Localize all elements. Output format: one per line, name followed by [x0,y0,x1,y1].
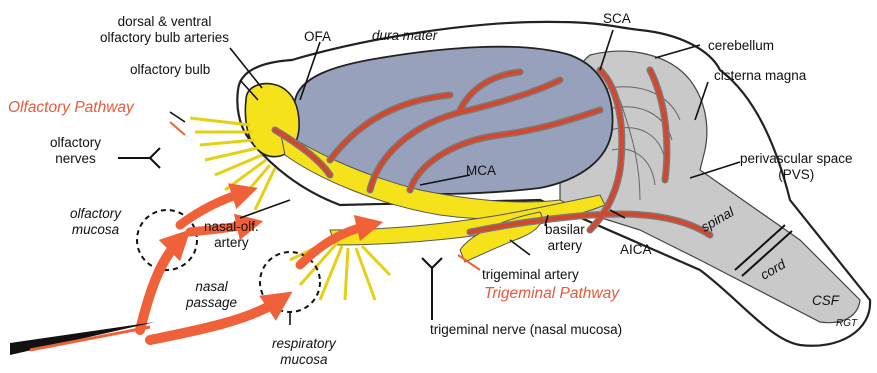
label-olfactory-bulb: olfactory bulb [130,62,210,78]
label-perivascular-space: perivascular space (PVS) [740,151,853,183]
label-bulb-arteries: dorsal & ventral olfactory bulb arteries [100,14,229,46]
label-mca: MCA [466,163,496,179]
respiratory-nerve-fibers [290,238,390,300]
label-respiratory-mucosa: respiratory mucosa [272,336,336,368]
label-cisterna-magna: cisterna magna [714,68,806,84]
olfactory-nerve-symbol [118,148,160,168]
trigeminal-nerve-symbol [422,258,442,320]
label-olfactory-mucosa: olfactory mucosa [70,206,121,238]
label-signature: RGT [836,316,857,332]
label-ofa: OFA [304,29,331,45]
pathway-arrows [140,192,370,340]
label-sca: SCA [603,11,631,27]
label-aica: AICA [620,242,652,258]
label-csf: CSF [812,293,839,309]
label-trigeminal-artery: trigeminal artery [482,267,579,283]
label-trigeminal-pathway: Trigeminal Pathway [484,286,619,302]
label-basilar-artery: basilar artery [545,222,585,254]
label-nasal-passage: nasal passage [186,279,237,311]
label-olfactory-nerves: olfactory nerves [50,135,101,167]
label-dura-mater: dura mater [372,28,437,44]
label-trigeminal-nerve: trigeminal nerve (nasal mucosa) [430,322,622,338]
label-olfactory-pathway: Olfactory Pathway [8,100,134,116]
label-nasal-olf-artery: nasal-olf. artery [204,219,259,251]
label-cerebellum: cerebellum [708,38,774,54]
